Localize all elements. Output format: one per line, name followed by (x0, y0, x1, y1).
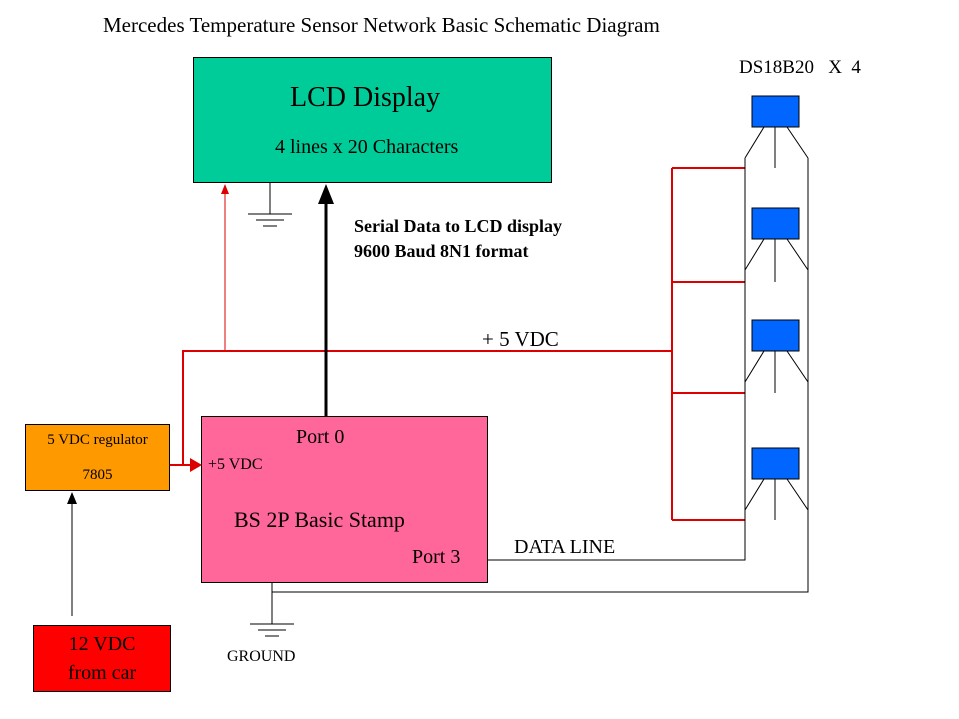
port0-label: Port 0 (296, 426, 345, 448)
stamp-ground-symbol (250, 623, 294, 637)
sensor-2 (744, 207, 809, 282)
ground-label: GROUND (227, 648, 296, 665)
port3-label: Port 3 (412, 546, 461, 568)
regulator-label: 5 VDC regulator (47, 432, 148, 448)
lcd-title: LCD Display (290, 82, 441, 113)
basic-stamp-box: Port 0 +5 VDC BS 2P Basic Stamp Port 3 (201, 416, 488, 583)
supply-arrowhead (67, 492, 77, 504)
lcd-subtitle: 4 lines x 20 Characters (275, 136, 459, 158)
lcd-display-box: LCD Display 4 lines x 20 Characters (193, 57, 552, 183)
serial-data-label-2: 9600 Baud 8N1 format (354, 241, 529, 261)
regulator-output-arrowhead (190, 458, 202, 472)
serial-data-arrowhead (318, 184, 334, 204)
stamp-vin-label: +5 VDC (208, 456, 263, 473)
stamp-title: BS 2P Basic Stamp (234, 507, 405, 532)
power-source-origin: from car (67, 662, 137, 684)
lcd-power-arrowhead (221, 184, 229, 194)
sensor-4 (744, 447, 809, 520)
sensor-1 (744, 95, 809, 168)
power-source-box: 12 VDC from car (33, 625, 171, 692)
sensor-3 (744, 319, 809, 393)
data-line-label: DATA LINE (514, 536, 616, 558)
power-source-voltage: 12 VDC (68, 633, 136, 655)
signal-wires (271, 158, 809, 624)
power-bus-wires (182, 167, 745, 521)
sensors-label: DS18B20 X 4 (739, 57, 861, 78)
diagram-title: Mercedes Temperature Sensor Network Basi… (103, 13, 660, 37)
vdc-bus-label: + 5 VDC (482, 327, 559, 351)
regulator-part-number: 7805 (82, 467, 113, 483)
regulator-box: 5 VDC regulator 7805 (25, 424, 170, 491)
serial-data-label-1: Serial Data to LCD display (354, 216, 563, 236)
lcd-ground-symbol (248, 183, 292, 227)
